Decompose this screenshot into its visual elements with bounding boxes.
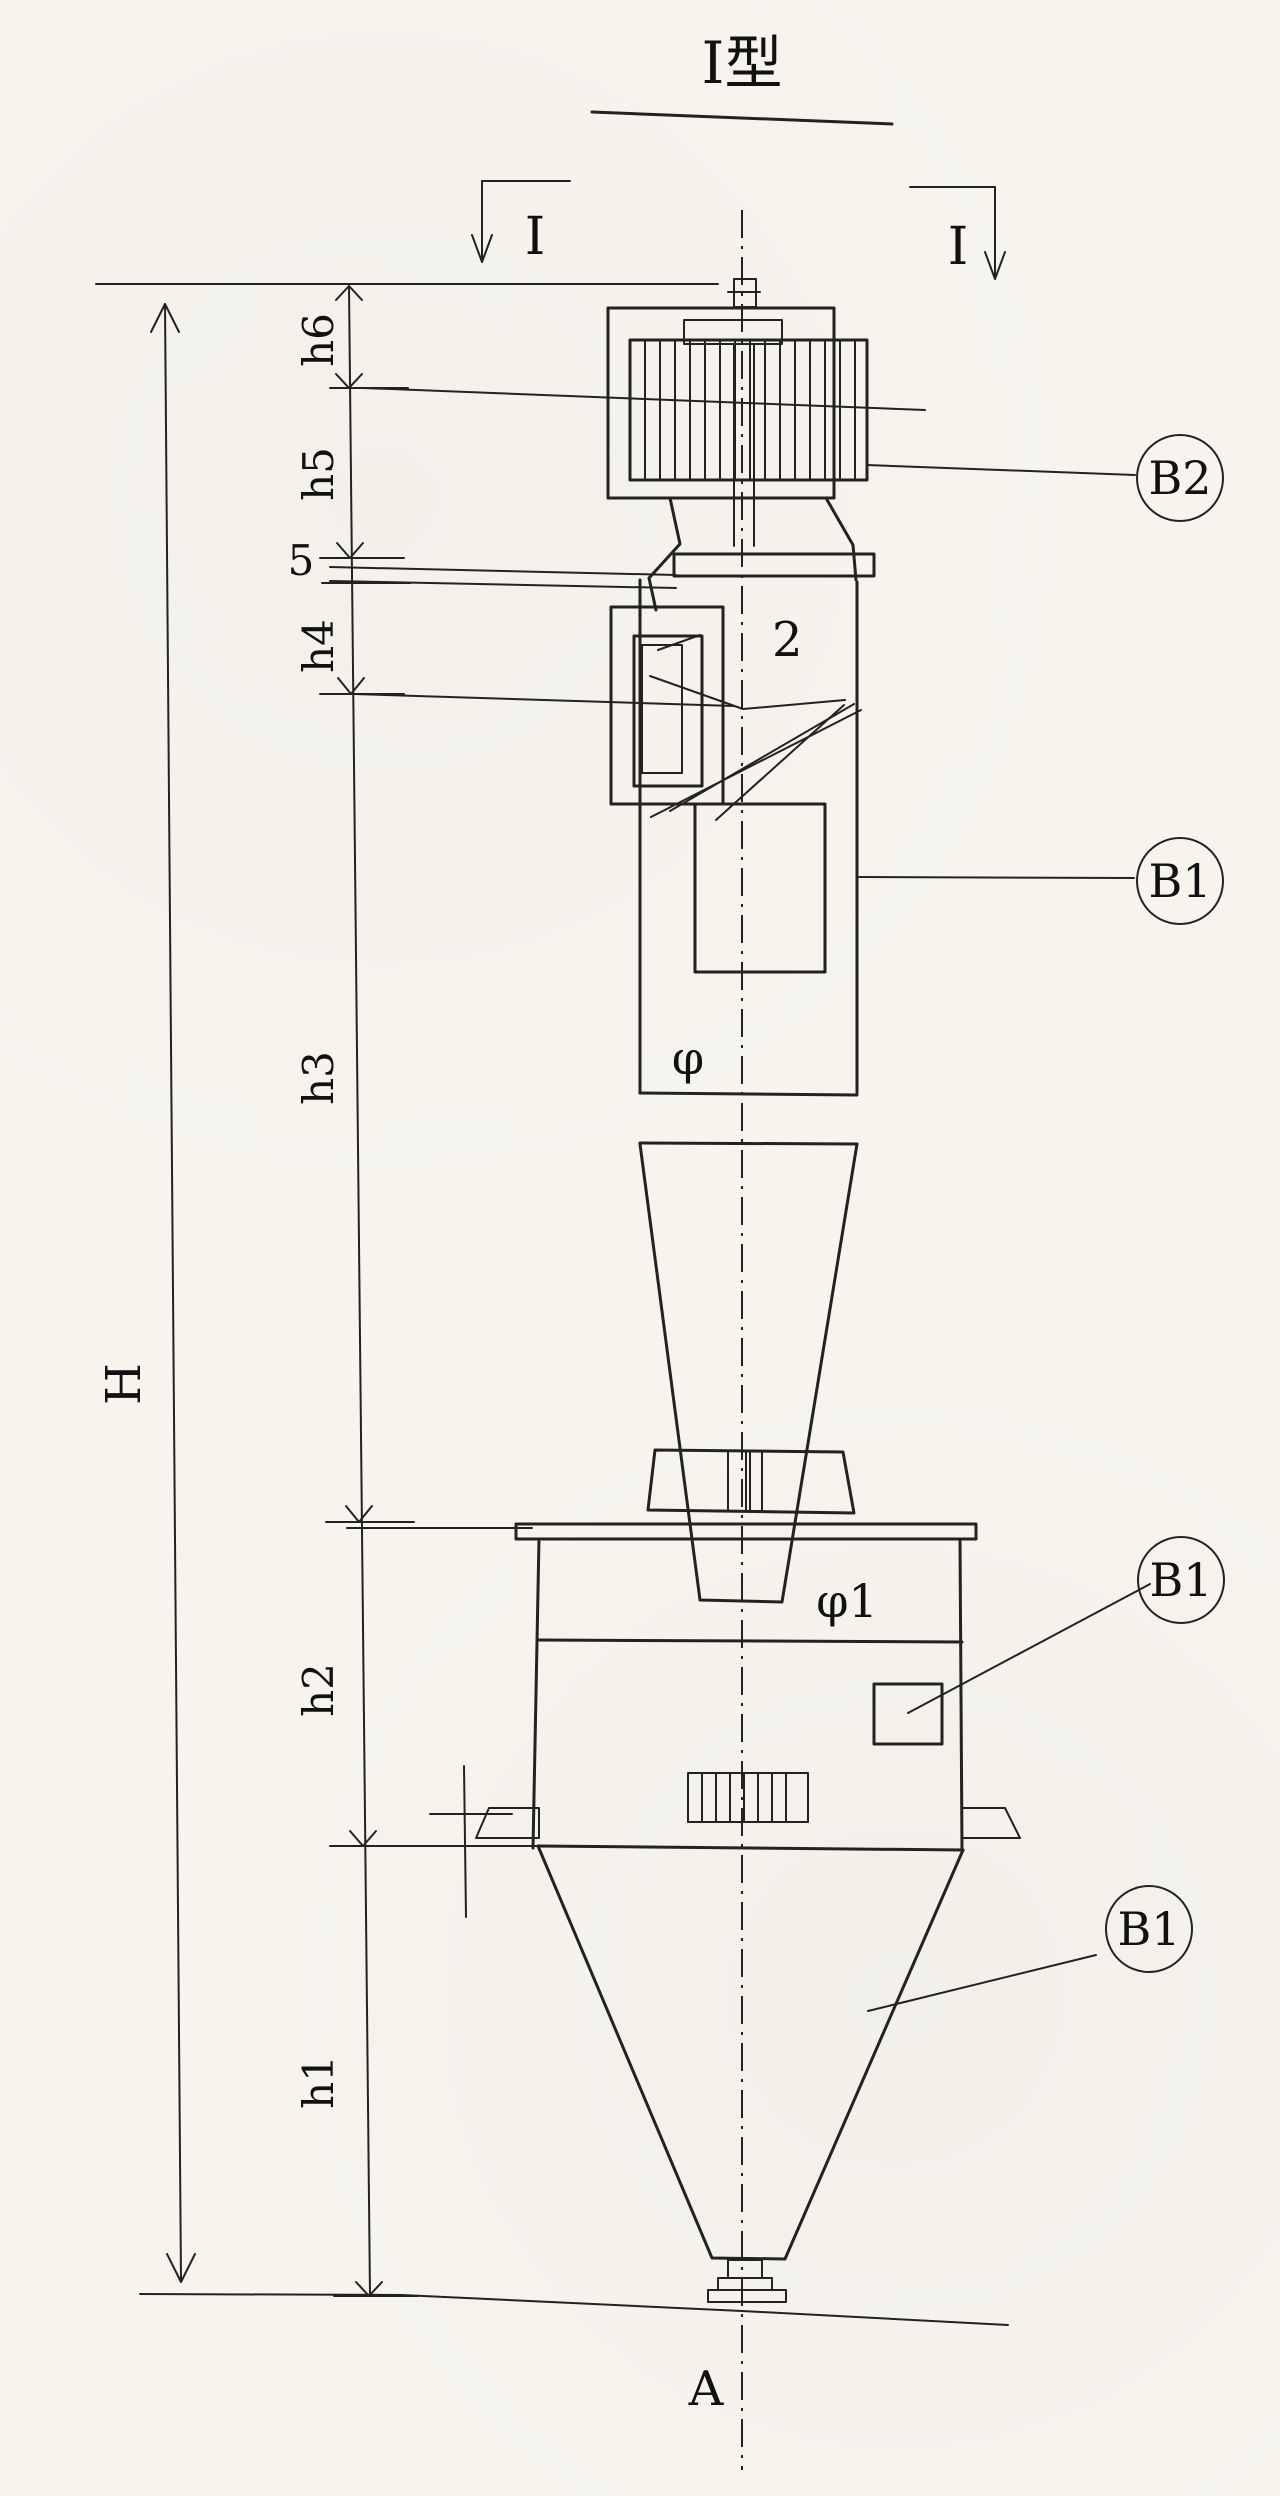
title-underline — [590, 110, 894, 126]
five-reference-top — [329, 566, 677, 576]
section-right-label: I — [948, 217, 969, 277]
label-2-leader-b — [742, 699, 846, 710]
dim-arrow-h6 — [335, 373, 363, 389]
label-2-leader-a — [649, 675, 744, 710]
dim-arrow-h3 — [345, 1505, 373, 1523]
inspection-window — [872, 1682, 944, 1746]
h5-label: h5 — [294, 447, 343, 501]
b1-bottom-leader — [867, 1954, 1097, 2012]
discharge-top — [727, 2259, 763, 2279]
dim-arrow-h4 — [337, 677, 365, 695]
h4-reference-line — [353, 693, 735, 707]
callout-b1-top-text: B1 — [1148, 854, 1211, 908]
section-right-arrow — [984, 251, 1006, 280]
overall-top-arrow — [150, 303, 180, 333]
overall-height-line — [164, 303, 182, 2281]
ground-line — [139, 2293, 1009, 2326]
hopper-top-flange — [514, 1522, 978, 1541]
h6-label: h6 — [294, 313, 343, 367]
callout-b1-bottom-circle — [1105, 1885, 1193, 1973]
b1-mid-leader — [907, 1583, 1151, 1714]
callout-b2-circle — [1136, 434, 1224, 522]
callout-b1-top-circle — [1136, 837, 1224, 925]
dim-arrow-h2 — [349, 1830, 377, 1847]
main-bottom-band — [638, 1141, 859, 1146]
inner-diagonal-3 — [715, 704, 845, 821]
hopper-left-wall — [531, 1537, 541, 1850]
section-left-arrow — [471, 234, 493, 263]
cone-center-slot-left — [727, 1450, 751, 1512]
title-text: I型 — [702, 29, 783, 97]
hopper-bottom-edge — [536, 1844, 965, 1852]
b2-leader-line — [866, 464, 1136, 476]
h4-label: h4 — [294, 619, 343, 673]
hopper-grille-bars — [701, 1772, 787, 1823]
fan-fins — [644, 339, 856, 481]
left-bracket-guide — [463, 1765, 467, 1918]
fan-block — [628, 338, 869, 482]
left-neck — [647, 496, 682, 612]
hopper-grille — [687, 1772, 809, 1823]
hopper-cone — [536, 1844, 965, 2261]
axis-label: A — [688, 2361, 725, 2417]
cyclone-cone — [638, 1142, 859, 1604]
callout-b1-bottom-text: B1 — [1117, 1902, 1180, 1956]
discharge-base — [707, 2289, 787, 2303]
dim-arrow-h5 — [336, 542, 364, 559]
motor-housing — [606, 306, 836, 500]
inner-diagonal-1 — [650, 709, 862, 818]
inlet-flap — [657, 634, 701, 651]
five-label: 5 — [288, 536, 315, 585]
inner-tube — [693, 802, 827, 974]
inner-diagonal-2 — [669, 703, 855, 812]
top-flange — [672, 552, 876, 578]
main-top-band — [638, 1091, 859, 1097]
phi-label: φ — [672, 1031, 704, 1085]
dim-arrow-h1 — [355, 2281, 383, 2297]
cone-collar — [646, 1448, 856, 1515]
cone-center-slot-right — [745, 1450, 763, 1512]
left-support-bracket — [475, 1807, 540, 1839]
right-neck — [824, 496, 858, 582]
b1-top-leader — [856, 876, 1135, 879]
right-support-bracket — [961, 1807, 1021, 1839]
callout-b1-mid-circle — [1137, 1536, 1225, 1624]
h6-reference-line — [363, 387, 926, 411]
discharge-flange — [717, 2277, 773, 2291]
overall-bottom-arrow — [166, 2253, 196, 2283]
phi1-label: φ1 — [816, 1574, 877, 1628]
hopper-inner-band — [537, 1638, 964, 1644]
five-reference-bottom — [329, 580, 677, 589]
h3-label: h3 — [294, 1051, 343, 1105]
dim-arrow-top — [335, 285, 363, 301]
h1-label: h1 — [294, 2055, 343, 2109]
section-left-label: I — [525, 207, 546, 267]
overall-height-label: H — [96, 1363, 152, 1405]
two-label: 2 — [772, 612, 803, 668]
left-dimension-line — [348, 285, 371, 2297]
hopper-right-wall — [958, 1537, 964, 1852]
inlet-core-box — [641, 644, 683, 774]
h2-label: h2 — [294, 1663, 343, 1717]
callout-b1-mid-text: B1 — [1149, 1553, 1212, 1607]
callout-b2-text: B2 — [1148, 451, 1211, 505]
inlet-inner-box — [632, 634, 704, 788]
